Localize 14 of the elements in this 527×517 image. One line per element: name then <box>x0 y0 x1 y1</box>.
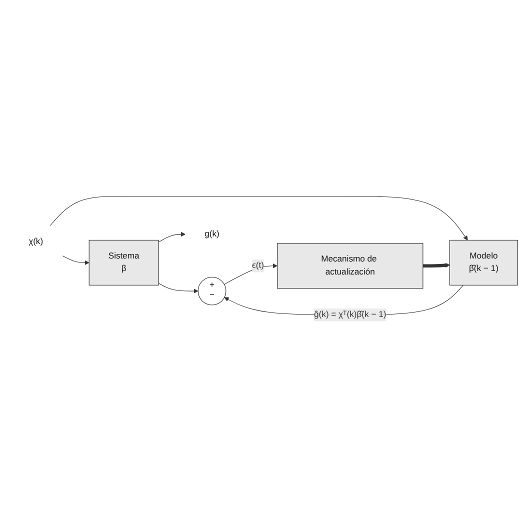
node-box: Modelo β̂(k − 1) <box>449 240 518 286</box>
node-box: Mecanismo de actualización <box>277 242 424 288</box>
arrow <box>50 196 468 240</box>
arrow <box>158 282 198 294</box>
edge-label: ϵ(t) <box>252 260 264 270</box>
arrow <box>224 263 278 284</box>
node-circle: + − <box>198 276 226 305</box>
node-text: χ(k) <box>28 236 44 246</box>
arrow <box>62 255 90 265</box>
node-text: g(k) <box>204 229 220 238</box>
arrow <box>422 262 450 268</box>
node-box: Sistema β <box>88 240 159 286</box>
arrow <box>158 232 186 242</box>
edge-label: ĝ(k) = χᵀ(k)β̂(k − 1) <box>314 310 386 319</box>
